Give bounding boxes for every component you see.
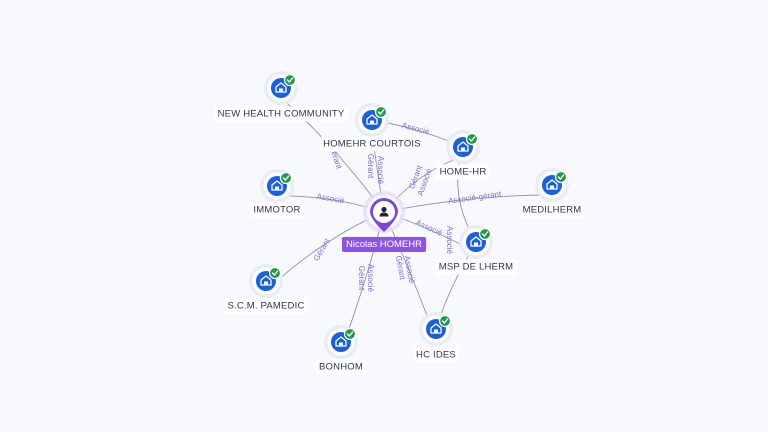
company-label: MSP DE LHERM xyxy=(439,262,514,273)
link-label-home-hr-msp-de-lherm: Associé xyxy=(445,226,454,255)
company-label-bg xyxy=(413,347,459,363)
company-label: IMMOTOR xyxy=(253,205,300,216)
company-label: NEW HEALTH COMMUNITY xyxy=(218,109,345,120)
building-icon xyxy=(430,323,442,334)
company-label-bg xyxy=(214,106,348,122)
relation-label-hc-ides-0: Gérant xyxy=(394,255,407,281)
company-label: BONHOM xyxy=(319,362,363,373)
relation-label-homehr-courtois-1: Associé xyxy=(376,156,385,185)
building-icon xyxy=(470,236,482,247)
company-label: S.C.M. PAMEDIC xyxy=(227,301,304,312)
check-icon xyxy=(465,132,479,146)
company-node-immotor[interactable]: IMMOTOR xyxy=(250,169,304,218)
person-label: Nicolas HOMEHR xyxy=(346,239,422,250)
company-node-new-health-community[interactable]: NEW HEALTH COMMUNITY xyxy=(214,71,348,122)
link-label-home-hr-homehr-courtois: Associé xyxy=(401,121,431,137)
check-icon xyxy=(283,73,297,87)
user-icon xyxy=(379,206,389,217)
company-label-bg xyxy=(316,359,366,375)
building-icon xyxy=(546,179,558,190)
check-icon xyxy=(554,170,568,184)
company-node-bonhom[interactable]: BONHOM xyxy=(316,325,366,375)
company-node-homehr-courtois[interactable]: HOMEHR COURTOIS xyxy=(320,103,424,152)
relation-label-msp-de-lherm-0: Associé xyxy=(414,218,444,238)
company-node-scm-pamedic[interactable]: S.C.M. PAMEDIC xyxy=(224,264,308,314)
relation-label-bonhom-0: Gérant xyxy=(357,266,366,291)
check-icon xyxy=(438,314,452,328)
relation-label-bonhom-1: Associé xyxy=(366,264,375,293)
company-label: HOME-HR xyxy=(440,167,487,178)
building-icon xyxy=(457,141,469,152)
relation-label-homehr-courtois-0: Gérant xyxy=(366,154,375,179)
company-label-bg xyxy=(320,136,424,152)
company-label-bg xyxy=(250,202,304,218)
building-icon xyxy=(275,82,287,93)
company-label: HOMEHR COURTOIS xyxy=(323,139,421,150)
person-node[interactable]: Nicolas HOMEHR xyxy=(341,191,427,252)
company-label-bg xyxy=(436,164,490,180)
company-node-msp-de-lherm[interactable]: MSP DE LHERM xyxy=(435,225,517,275)
company-node-home-hr[interactable]: HOME-HR xyxy=(436,130,490,180)
building-icon xyxy=(271,180,283,191)
company-node-medilherm[interactable]: MEDILHERM xyxy=(519,168,585,218)
company-label: HC IDES xyxy=(416,350,456,361)
building-icon xyxy=(260,275,272,286)
relation-label-medilherm-0: Associé-gérant xyxy=(448,189,503,205)
nodes-layer: NEW HEALTH COMMUNITY HOMEHR COURTOIS HOME-… xyxy=(214,71,585,375)
check-icon xyxy=(279,171,293,185)
company-label-bg xyxy=(519,202,585,218)
relation-label-scm-pamedic-0: Gérant xyxy=(312,236,332,262)
check-icon xyxy=(374,105,388,119)
edges-layer xyxy=(264,96,555,355)
person-label-bg xyxy=(341,237,427,252)
building-icon xyxy=(335,336,347,347)
company-label-bg xyxy=(435,259,517,275)
check-icon xyxy=(268,266,282,280)
building-icon xyxy=(366,114,378,125)
company-node-hc-ides[interactable]: HC IDES xyxy=(413,312,459,363)
check-icon xyxy=(343,327,357,341)
relation-label-immotor-0: Associé xyxy=(316,192,346,206)
check-icon xyxy=(478,227,492,241)
company-label-bg xyxy=(224,298,308,314)
company-label: MEDILHERM xyxy=(523,205,582,216)
